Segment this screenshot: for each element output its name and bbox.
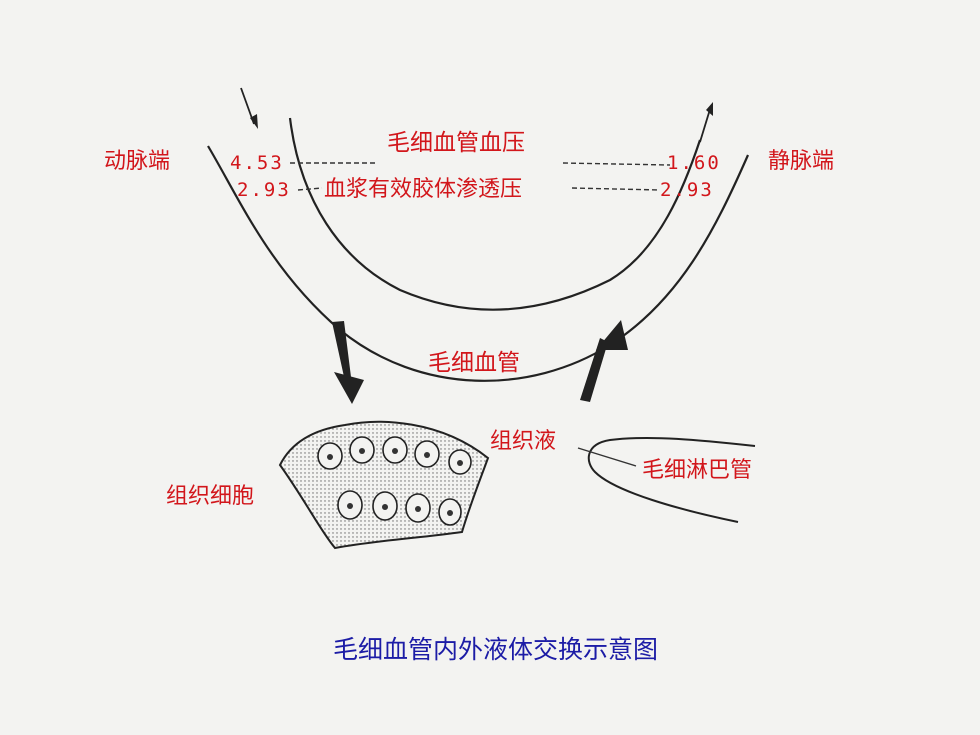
lymph-capillary-vessel [587,436,756,523]
inflow-arrow-icon [240,87,258,129]
venous-colloid-pressure-value: 2.93 [660,179,714,201]
leader-lines [290,162,671,191]
diagram-caption: 毛细血管内外液体交换示意图 [333,635,659,664]
filtration-arrow-icon [332,321,364,404]
arterial-colloid-pressure-value: 2.93 [237,179,291,201]
tissue-cells-label: 组织细胞 [166,484,255,509]
tissue-cells-block [278,420,490,550]
colloid-pressure-label: 血浆有效胶体渗透压 [324,177,523,202]
capillary-pressure-label: 毛细血管血压 [387,130,525,156]
venous-blood-pressure-value: 1.60 [667,152,721,174]
capillary-label: 毛细血管 [428,350,520,376]
arterial-end-label: 动脉端 [104,149,171,174]
arterial-blood-pressure-value: 4.53 [230,152,284,174]
capillary-outer-wall [207,145,750,382]
capillary-inner-wall [288,117,702,311]
reabsorption-arrow-icon [580,320,628,402]
tissue-fluid-label: 组织液 [490,429,557,454]
venous-end-label: 静脉端 [768,149,835,174]
outflow-arrow-icon [699,102,713,143]
lymph-leader-line [577,447,637,467]
lymph-capillary-label: 毛细淋巴管 [642,458,753,483]
